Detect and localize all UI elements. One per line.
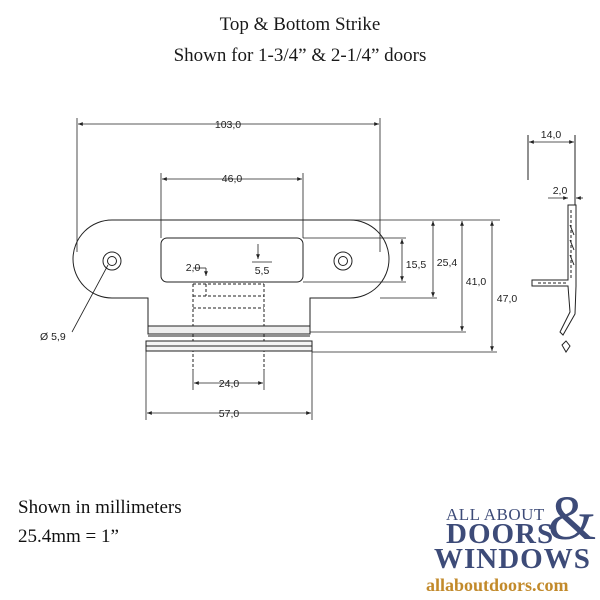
dim-tab-width: 24,0 bbox=[219, 378, 240, 390]
logo-url: allaboutdoors.com bbox=[426, 575, 569, 595]
dim-plate-width: 46,0 bbox=[222, 173, 243, 185]
dim-slot-height: 15,5 bbox=[406, 259, 427, 271]
dim-side-depth: 14,0 bbox=[541, 129, 562, 141]
dim-base-width: 57,0 bbox=[219, 408, 240, 420]
logo-line-1: ALL ABOUT bbox=[446, 505, 545, 524]
conversion-note: 25.4mm = 1” bbox=[18, 526, 119, 547]
dim-depth-5-5: 5,5 bbox=[255, 265, 270, 277]
dim-hole-diameter: Ø 5,9 bbox=[40, 331, 66, 343]
dimension-labels: 103,0 46,0 24,0 57,0 Ø 5,9 15,5 25,4 41,… bbox=[40, 119, 567, 420]
units-note: Shown in millimeters bbox=[18, 497, 182, 518]
logo-line-3: WINDOWS bbox=[434, 543, 591, 575]
dim-side-thickness: 2,0 bbox=[553, 185, 568, 197]
logo-ampersand: & bbox=[548, 485, 597, 553]
dimension-lines bbox=[71, 118, 500, 420]
strike-front-view bbox=[72, 219, 390, 370]
logo-line-2: DOORS bbox=[446, 518, 555, 550]
diagram-subtitle: Shown for 1-3/4” & 2-1/4” doors bbox=[173, 45, 427, 66]
dim-gap-2: 2,0 bbox=[186, 262, 201, 274]
dim-height-41: 41,0 bbox=[466, 276, 487, 288]
strike-side-view bbox=[527, 135, 583, 353]
dim-plate-height: 25,4 bbox=[437, 257, 458, 269]
diagram-title: Top & Bottom Strike bbox=[219, 14, 381, 35]
dim-overall-length: 103,0 bbox=[215, 119, 241, 131]
dim-height-47: 47,0 bbox=[497, 293, 518, 305]
left-screw-hole bbox=[102, 251, 122, 271]
right-screw-hole bbox=[333, 251, 353, 271]
